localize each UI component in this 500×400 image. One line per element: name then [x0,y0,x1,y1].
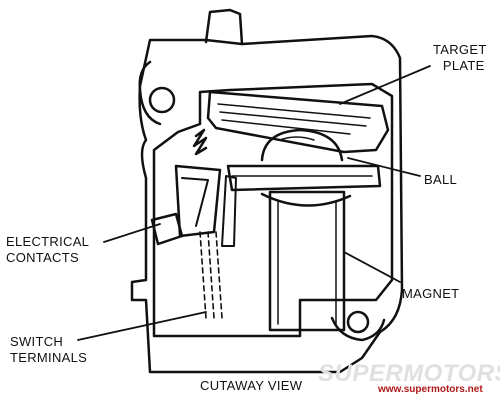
target-plate-ridge-1 [217,103,371,119]
label-switch-terminals-line-2: TERMINALS [10,350,88,365]
label-electrical-contacts-line-2: CONTACTS [6,250,79,265]
label-target-plate-line-2: PLATE [442,58,485,73]
label-electrical-contacts-line-1: ELECTRICAL [6,234,90,249]
leader-ball [347,157,421,177]
leader-magnet [343,251,401,283]
housing-top-tab [204,8,244,46]
label-magnet: MAGNET [402,286,460,301]
label-target-plate-line-1: TARGET [433,42,487,57]
contact-leaf-1 [181,177,209,227]
watermark-brand: SUPERMOTORS [318,360,500,387]
right-mounting-ear [330,316,386,342]
contact-post [221,175,237,247]
magnet-inner [277,201,337,325]
housing-outline [130,34,404,374]
label-switch-terminals-line-1: SWITCH [10,334,64,349]
terminal-1 [199,231,207,319]
magnet-body [268,190,346,332]
contact-leaf-2 [150,212,184,246]
leader-switch-terminals [77,311,207,341]
right-mount-hole [346,310,370,334]
label-target-plate: TARGET PLATE [433,42,487,74]
ball-seat [226,164,382,192]
terminal-3 [215,231,223,319]
pivot-spring [192,128,208,156]
left-mounting-ear [138,60,162,126]
inner-cavity [152,82,394,338]
label-electrical-contacts: ELECTRICAL CONTACTS [6,234,89,266]
left-mount-hole [148,86,176,114]
ball-highlight [279,136,315,141]
label-ball: BALL [424,172,458,187]
target-plate-ridge-3 [221,119,351,135]
magnet-top [260,192,352,207]
watermark: SUPERMOTORS www.supermotors.net [318,362,500,396]
watermark-url: www.supermotors.net [378,384,483,395]
ball [260,128,344,162]
target-plate-ridge-2 [219,111,367,127]
caption-cutaway-view: CUTAWAY VIEW [200,378,303,393]
contact-arm [174,164,222,238]
leader-electrical-contacts [103,223,161,243]
target-plate [206,90,390,154]
label-switch-terminals: SWITCH TERMINALS [10,334,87,366]
terminal-2 [207,231,215,319]
leader-target-plate [339,65,431,105]
